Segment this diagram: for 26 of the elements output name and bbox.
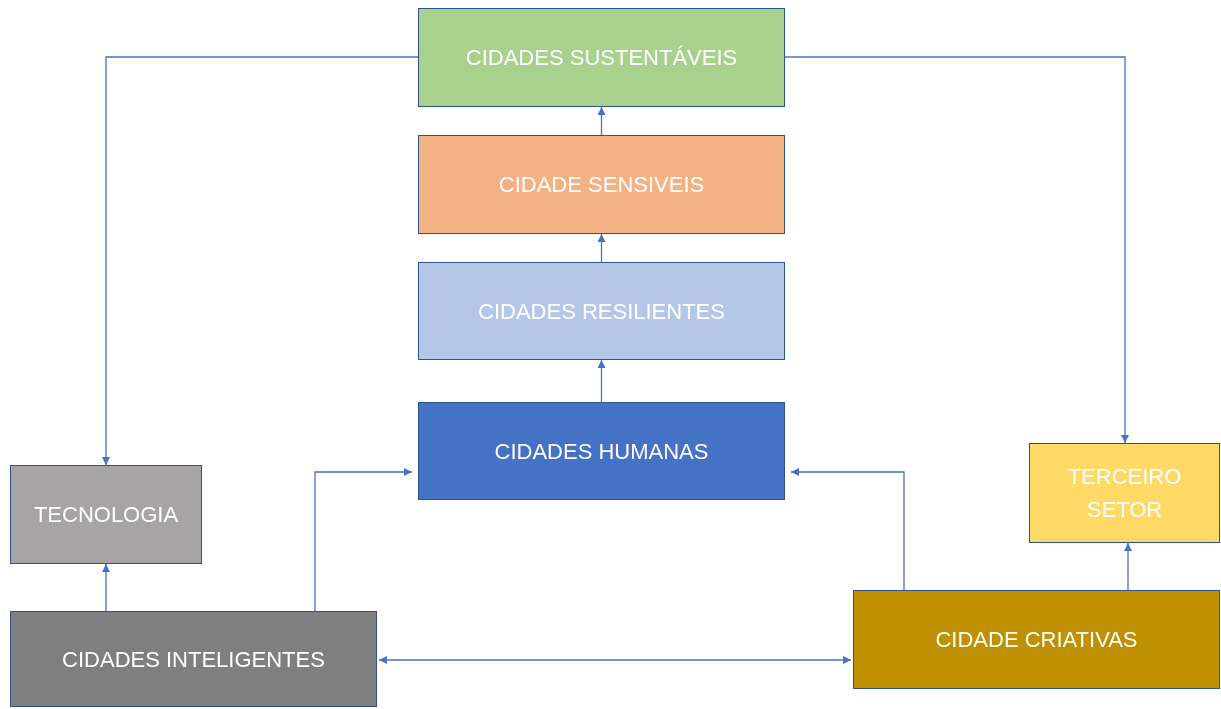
- box-label: CIDADE CRIATIVAS: [935, 626, 1138, 654]
- arrow: [597, 233, 606, 263]
- arrow: [597, 106, 606, 136]
- process-box: [418, 135, 785, 234]
- arrow: [378, 656, 852, 664]
- arrow: [597, 359, 606, 403]
- box-label: CIDADES SUSTENTÁVEIS: [465, 44, 738, 72]
- box-label: CIDADE SENSIVEIS: [498, 171, 705, 199]
- process-box: [1029, 443, 1220, 543]
- arrow: [790, 468, 905, 591]
- process-box: [853, 590, 1220, 689]
- box-label: TECNOLOGIA: [33, 501, 179, 529]
- box-label: CIDADES RESILIENTES: [478, 297, 725, 326]
- arrow: [102, 56, 419, 466]
- process-box: [418, 262, 785, 360]
- arrow: [1124, 542, 1132, 591]
- box-label: CIDADES HUMANAS: [494, 437, 709, 466]
- process-box: [418, 8, 785, 107]
- process-box: [418, 402, 785, 500]
- process-box: [10, 465, 202, 564]
- arrow: [314, 468, 413, 612]
- arrow: [102, 563, 110, 612]
- box-label: TERCEIRO SETOR: [1067, 463, 1182, 524]
- process-box: [10, 611, 377, 707]
- box-label: CIDADES INTELIGENTES: [62, 645, 325, 674]
- arrow: [784, 56, 1129, 444]
